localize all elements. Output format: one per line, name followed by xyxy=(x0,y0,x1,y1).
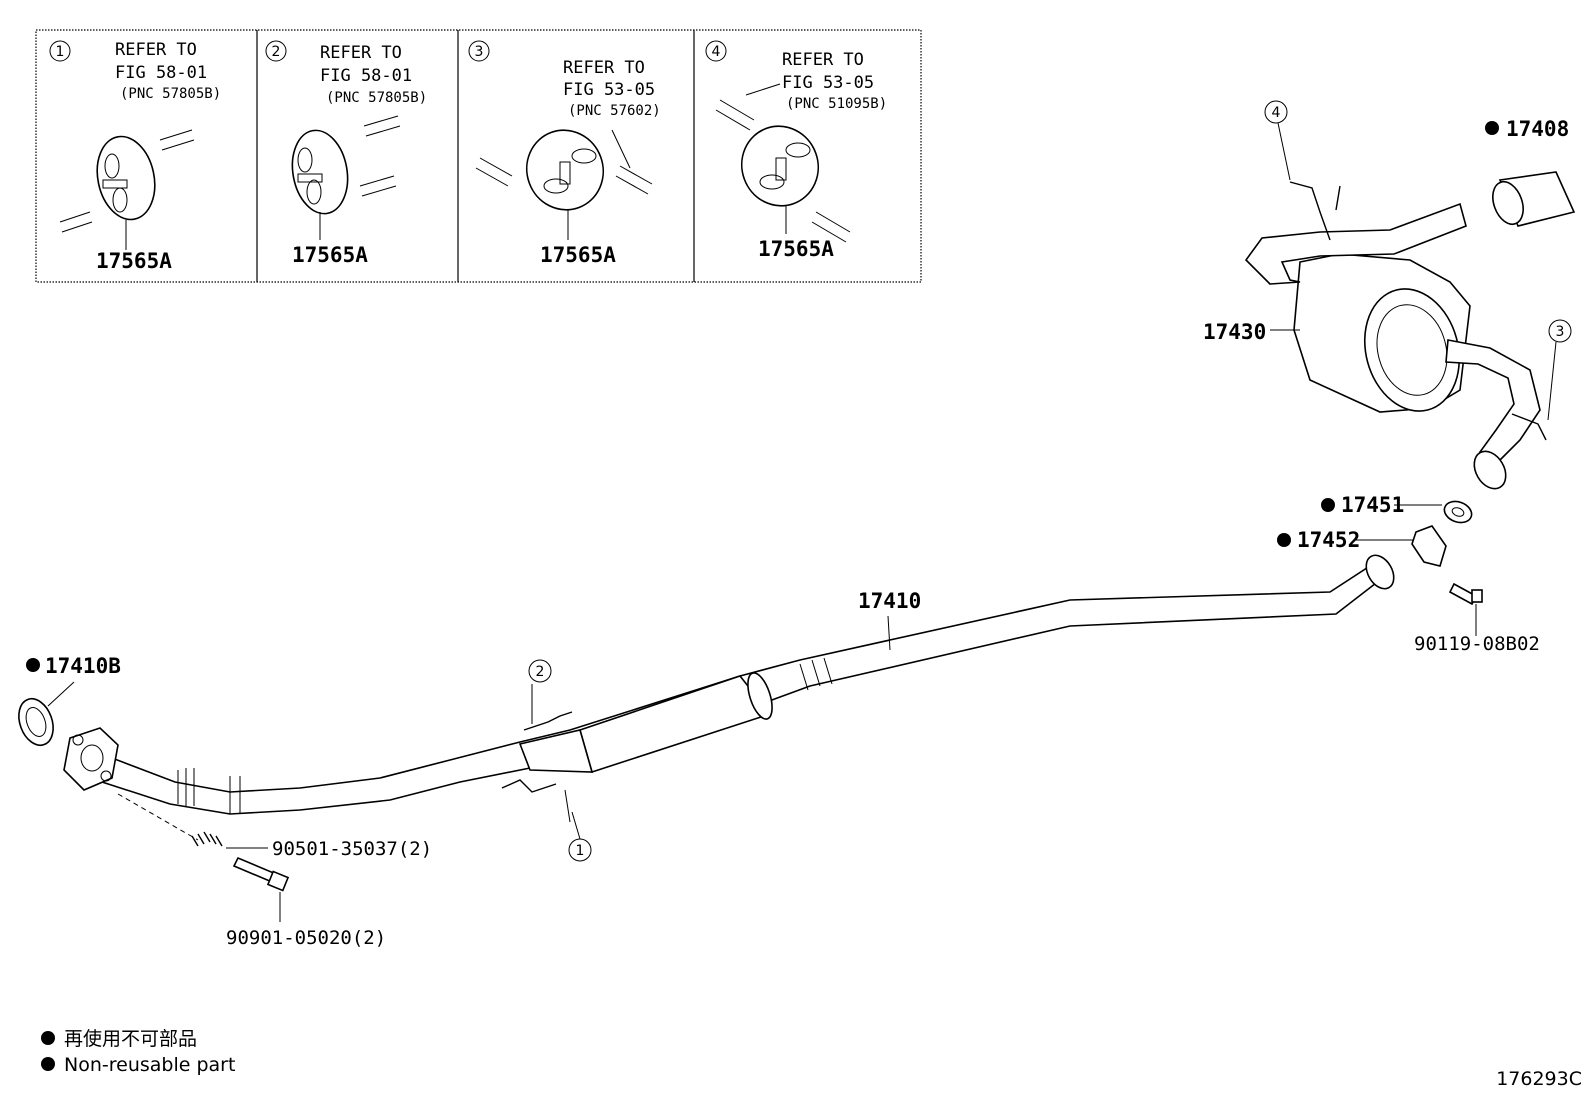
label-90901: 90901-05020(2) xyxy=(226,927,386,949)
label-90119: 90119-08B02 xyxy=(1414,633,1540,655)
inset-2-refer: REFER TO xyxy=(320,43,402,63)
callout-3: 3 xyxy=(1547,319,1572,421)
inset-3-refer: REFER TO xyxy=(563,58,645,78)
label-17430: 17430 xyxy=(1203,320,1266,344)
inset-4-part-label: 17565A xyxy=(758,237,834,261)
label-17410b: 17410B xyxy=(45,654,121,678)
inset-4-number: 4 xyxy=(712,44,721,60)
inset-4-pnc: (PNC 51095B) xyxy=(786,96,887,112)
exhaust-pipe-assembly xyxy=(63,554,1395,823)
tail-pipe-cap-17408 xyxy=(1492,171,1576,227)
rubber-hanger-icon xyxy=(740,125,820,207)
inset-2-fig: FIG 58-01 xyxy=(320,66,412,86)
non-reusable-dot-icon xyxy=(1277,533,1291,547)
figure-id: 176293C xyxy=(1496,1068,1582,1090)
inset-2-pnc: (PNC 57805B) xyxy=(326,90,427,106)
inset-4-fig: FIG 53-05 xyxy=(782,73,874,93)
callout-2: 2 xyxy=(528,659,552,683)
non-reusable-dot-icon xyxy=(41,1031,55,1045)
inset-2-part-label: 17565A xyxy=(292,243,368,267)
label-17451: 17451 xyxy=(1341,493,1404,517)
gasket-17451 xyxy=(1394,500,1473,524)
legend: 再使用不可部品 Non-reusable part xyxy=(41,1028,235,1076)
gasket-17410b xyxy=(18,681,75,747)
clamp-17452 xyxy=(1354,525,1447,567)
rubber-hanger-icon xyxy=(291,129,349,215)
bolt-90119 xyxy=(1448,582,1483,636)
inset-3-pnc: (PNC 57602) xyxy=(568,103,661,119)
callout-4: 4 xyxy=(1264,100,1291,181)
inset-1-part-label: 17565A xyxy=(96,249,172,273)
inset-1: 1 REFER TO FIG 58-01 (PNC 57805B) 17565A xyxy=(49,40,221,273)
inset-1-pnc: (PNC 57805B) xyxy=(120,86,221,102)
inset-3-number: 3 xyxy=(475,44,484,60)
label-90501: 90501-35037(2) xyxy=(272,838,432,860)
label-17408: 17408 xyxy=(1506,117,1569,141)
non-reusable-dot-icon xyxy=(41,1057,55,1071)
label-17452: 17452 xyxy=(1297,528,1360,552)
non-reusable-dot-icon xyxy=(26,658,40,672)
callout-1-number: 1 xyxy=(576,843,585,859)
inset-3-fig: FIG 53-05 xyxy=(563,80,655,100)
non-reusable-dot-icon xyxy=(1485,121,1499,135)
inset-3: 3 REFER TO FIG 53-05 (PNC 57602) 17565A xyxy=(468,40,661,267)
callout-3-number: 3 xyxy=(1556,324,1565,340)
inset-4-refer: REFER TO xyxy=(782,50,864,70)
inset-4: 4 REFER TO FIG 53-05 (PNC 51095B) 17565A xyxy=(705,40,887,261)
inset-1-number: 1 xyxy=(56,44,65,60)
inset-panel xyxy=(35,29,922,283)
inset-3-part-label: 17565A xyxy=(540,243,616,267)
non-reusable-dot-icon xyxy=(1321,498,1335,512)
legend-japanese: 再使用不可部品 xyxy=(64,1028,197,1050)
inset-2: 2 REFER TO FIG 58-01 (PNC 57805B) 17565A xyxy=(265,40,427,267)
callout-1: 1 xyxy=(568,811,592,862)
rubber-hanger-icon xyxy=(96,135,156,221)
callout-2-number: 2 xyxy=(536,664,545,680)
label-17410: 17410 xyxy=(858,589,921,613)
spring-and-bolt xyxy=(117,793,290,922)
inset-1-fig: FIG 58-01 xyxy=(115,63,207,83)
inset-2-number: 2 xyxy=(272,44,281,60)
legend-english: Non-reusable part xyxy=(64,1054,235,1076)
muffler-17430 xyxy=(1244,181,1547,490)
inset-1-refer: REFER TO xyxy=(115,40,197,60)
callout-4-number: 4 xyxy=(1272,105,1281,121)
rubber-hanger-icon xyxy=(525,129,605,211)
